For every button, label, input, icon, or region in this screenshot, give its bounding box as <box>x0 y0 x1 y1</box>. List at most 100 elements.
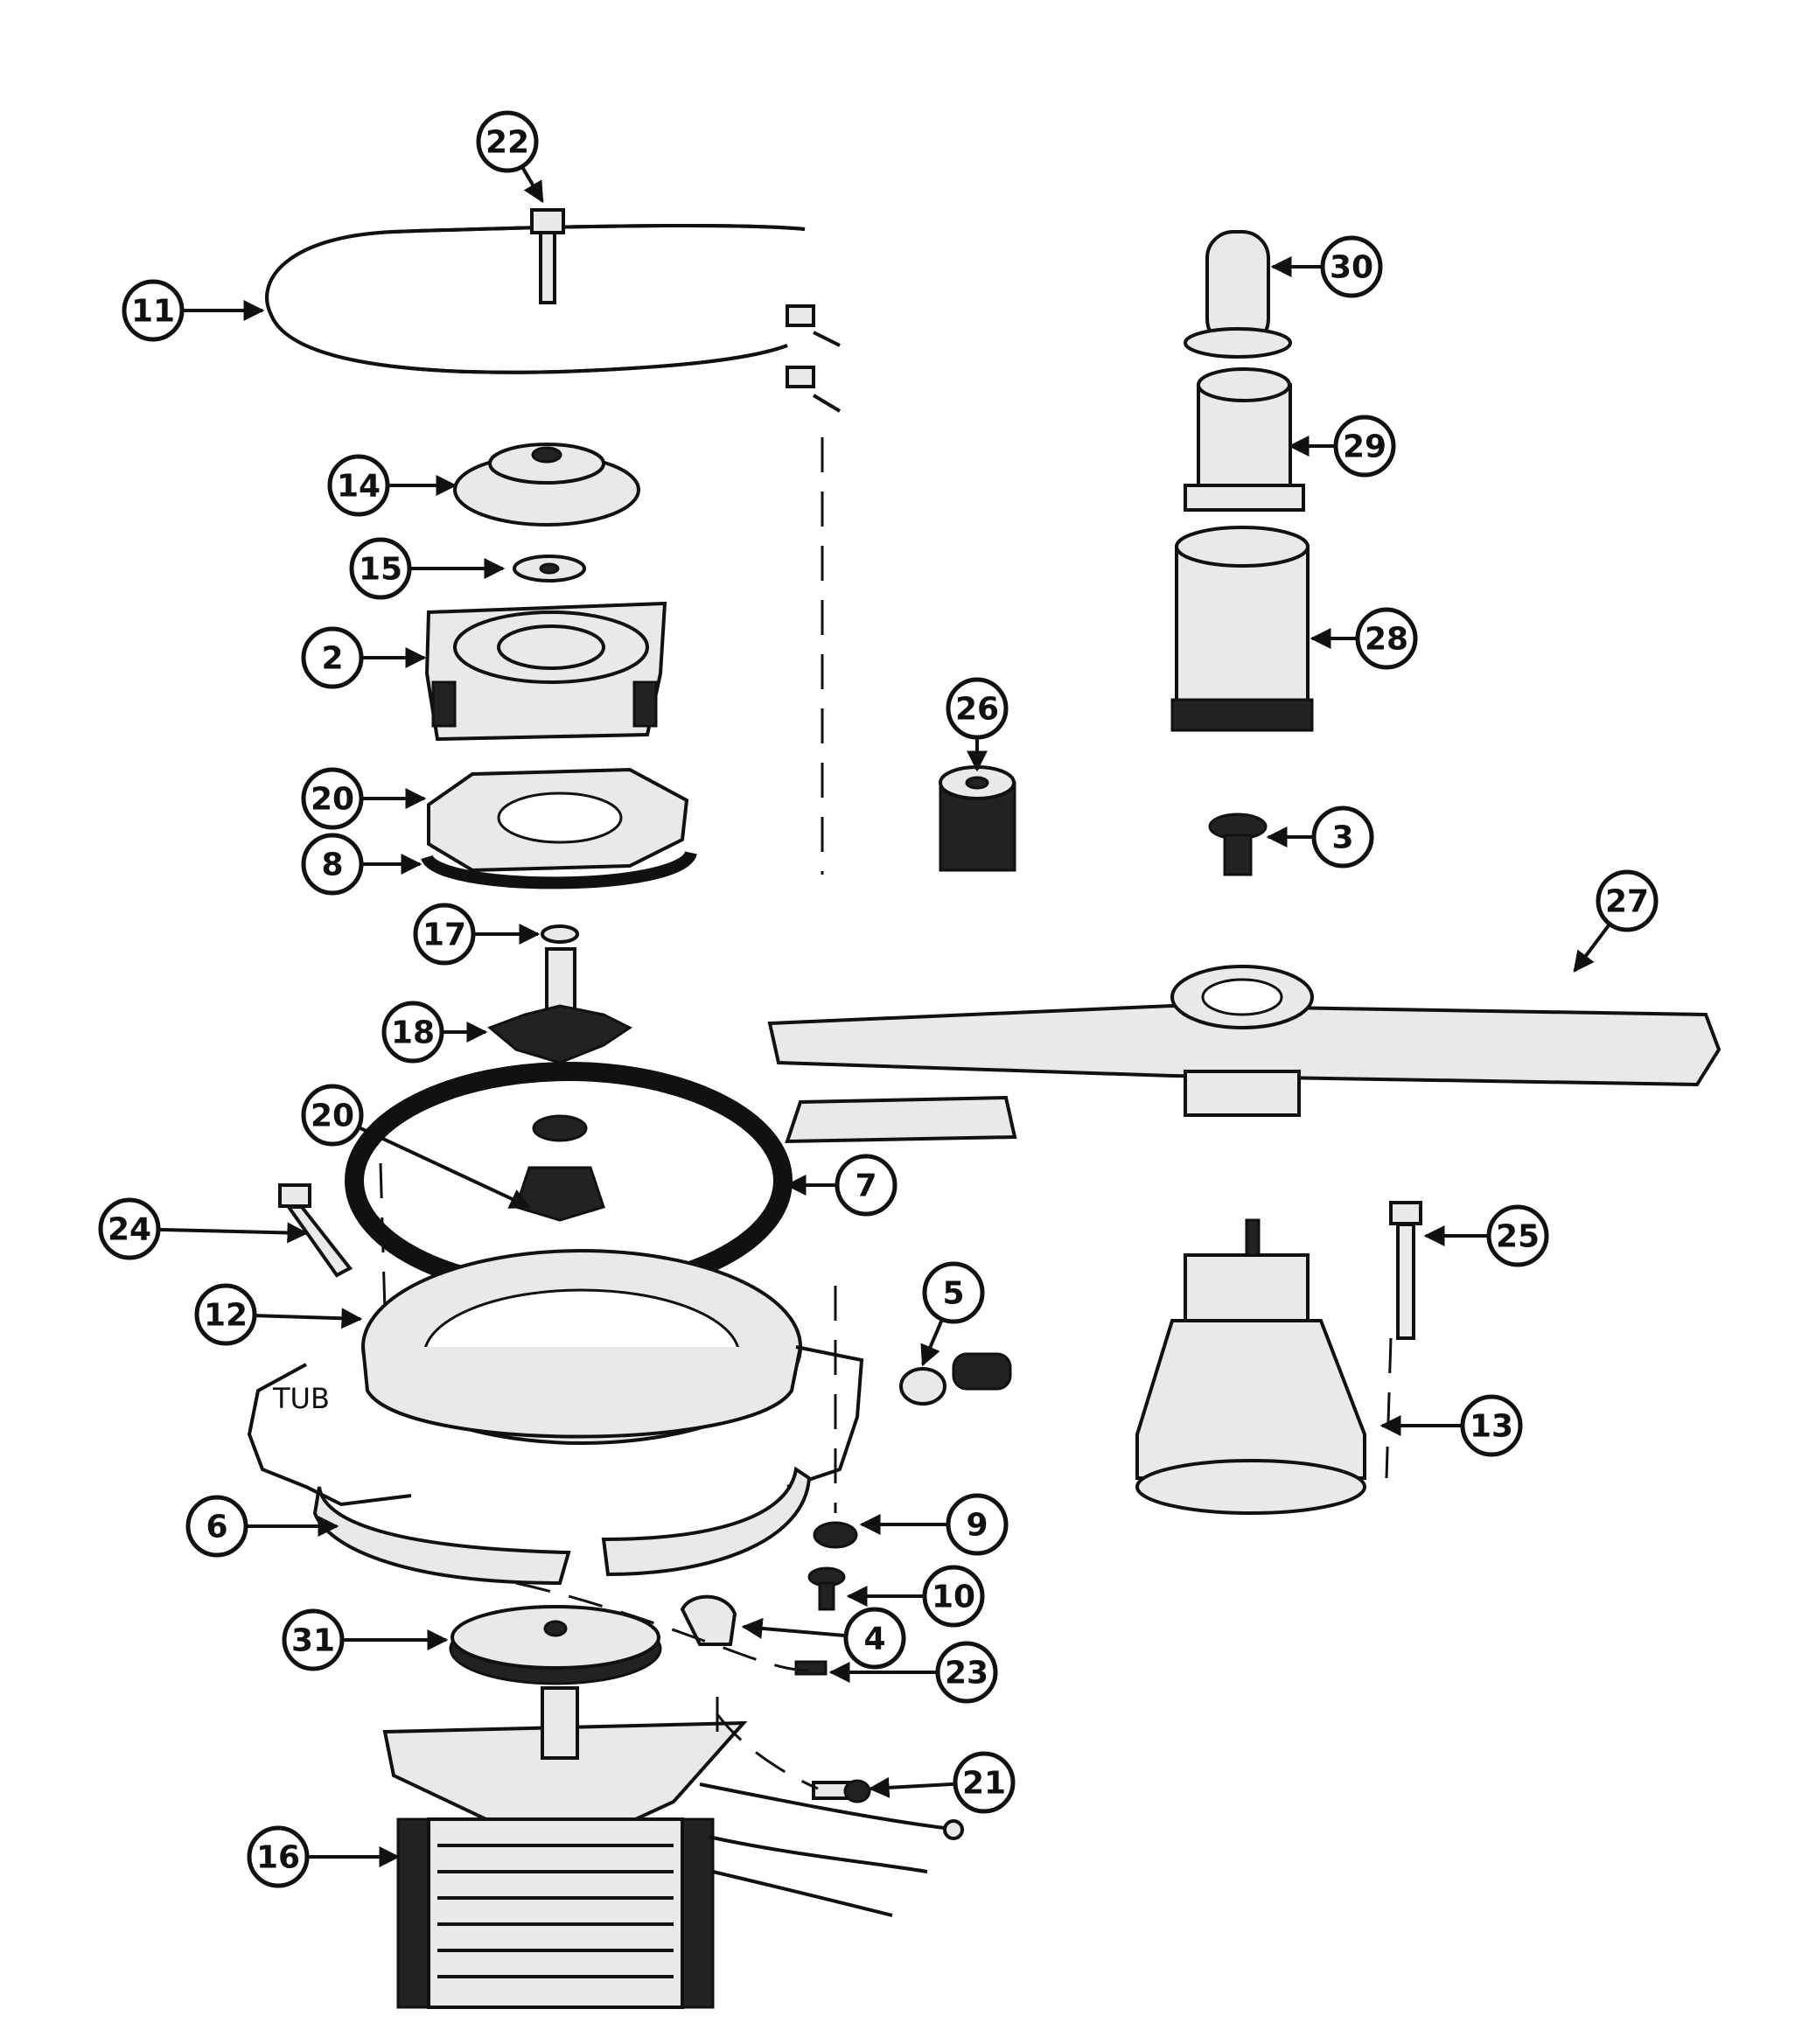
callout-circle-31 <box>282 1608 345 1671</box>
callout-leader-5 <box>920 1318 944 1367</box>
callout-leader-21 <box>868 1776 956 1798</box>
part-screw-21 <box>812 1779 871 1803</box>
callout-circle-2 <box>301 626 364 689</box>
callout-4: 4 <box>741 1607 906 1670</box>
callout-18: 18 <box>381 1001 488 1064</box>
callout-15: 15 <box>349 537 506 600</box>
callout-16: 16 <box>247 1825 401 1888</box>
callout-22: 22 <box>476 110 544 204</box>
callout-24: 24 <box>98 1197 309 1260</box>
callout-circle-6 <box>185 1495 248 1558</box>
part-tube-30 <box>1184 230 1292 359</box>
callout-circle-7 <box>835 1154 898 1217</box>
part-screw-10 <box>807 1566 846 1611</box>
callout-circle-29 <box>1333 415 1396 478</box>
callout-26: 26 <box>946 677 1009 772</box>
callout-circle-26 <box>946 677 1009 740</box>
callout-27: 27 <box>1573 869 1659 973</box>
callout-label-25: 25 <box>1496 1219 1540 1255</box>
callout-label-20a: 20 <box>311 782 354 818</box>
callout-label-15: 15 <box>359 552 402 588</box>
part-clip-4 <box>680 1594 737 1646</box>
callout-leader-22 <box>520 165 544 204</box>
part-bolt-24 <box>278 1183 353 1278</box>
callout-leader-4 <box>741 1617 847 1639</box>
callout-12: 12 <box>194 1283 363 1346</box>
callout-label-18: 18 <box>391 1015 435 1051</box>
callout-label-31: 31 <box>291 1623 335 1659</box>
callout-label-26: 26 <box>955 692 999 728</box>
callout-21: 21 <box>868 1751 1016 1814</box>
callout-label-27: 27 <box>1605 884 1649 920</box>
callout-8: 8 <box>301 833 423 896</box>
callout-circle-4 <box>843 1607 906 1670</box>
callout-circle-10 <box>922 1565 985 1628</box>
callout-9: 9 <box>859 1493 1009 1556</box>
callout-circle-20b <box>301 1084 364 1147</box>
callout-10: 10 <box>846 1565 985 1628</box>
part-clamp-5 <box>899 1352 1012 1406</box>
callout-30: 30 <box>1270 235 1383 298</box>
callout-31: 31 <box>282 1608 449 1671</box>
callout-circle-23 <box>935 1641 998 1704</box>
callout-circle-12 <box>194 1283 257 1346</box>
callout-leader-24 <box>157 1222 309 1244</box>
part-chopper-18 <box>487 947 632 1064</box>
callout-label-14: 14 <box>337 469 381 505</box>
callout-label-20b: 20 <box>311 1099 354 1134</box>
tub-outline <box>247 1363 412 1507</box>
callout-29: 29 <box>1288 415 1396 478</box>
part-bolt-25 <box>1389 1201 1422 1340</box>
tub-label: TUB <box>272 1382 330 1415</box>
callout-leader-27 <box>1573 923 1611 973</box>
callout-circle-16 <box>247 1825 310 1888</box>
callout-label-30: 30 <box>1330 250 1373 286</box>
part-mount-ring-12 <box>361 1249 802 1445</box>
part-tube-28 <box>1170 526 1314 732</box>
part-bushing-26 <box>939 765 1016 872</box>
part-impeller <box>453 443 640 527</box>
callout-label-6: 6 <box>206 1510 227 1545</box>
callout-leader-20b <box>358 1126 532 1209</box>
callout-label-21: 21 <box>962 1766 1006 1802</box>
callout-circle-14 <box>327 454 390 517</box>
callout-circle-25 <box>1486 1204 1549 1267</box>
callout-circle-5 <box>922 1261 985 1324</box>
callout-circle-3 <box>1311 806 1374 869</box>
callout-20a: 20 <box>301 767 427 830</box>
callout-circle-11 <box>122 279 185 342</box>
callout-13: 13 <box>1379 1394 1523 1457</box>
callout-label-22: 22 <box>485 125 529 161</box>
dashed-guides <box>379 437 1393 1790</box>
callout-28: 28 <box>1310 607 1418 670</box>
callout-circle-20a <box>301 767 364 830</box>
callout-3: 3 <box>1266 806 1374 869</box>
callout-20b: 20 <box>301 1084 532 1209</box>
callout-label-13: 13 <box>1470 1409 1513 1445</box>
part-screw-3 <box>1208 813 1268 876</box>
callout-circle-17 <box>413 903 476 966</box>
callout-25: 25 <box>1423 1204 1549 1267</box>
callout-circle-9 <box>946 1493 1009 1556</box>
part-spider-15 <box>513 555 586 583</box>
callout-7: 7 <box>785 1154 898 1217</box>
part-bolt-22 <box>530 208 565 304</box>
callout-2: 2 <box>301 626 427 689</box>
callout-label-11: 11 <box>131 294 175 330</box>
part-screw-23 <box>794 1660 828 1676</box>
part-heating-element <box>265 224 842 413</box>
callout-circle-8 <box>301 833 364 896</box>
callout-label-5: 5 <box>942 1276 964 1312</box>
part-washer-17 <box>541 924 579 944</box>
part-plate-20 <box>427 767 689 873</box>
part-disc-31 <box>449 1605 662 1685</box>
part-seal-20 <box>514 1114 605 1222</box>
callout-label-4: 4 <box>863 1622 885 1657</box>
callout-label-9: 9 <box>966 1508 988 1544</box>
callout-17: 17 <box>413 903 541 966</box>
callout-5: 5 <box>920 1261 985 1367</box>
callout-6: 6 <box>185 1495 339 1558</box>
callout-label-8: 8 <box>321 848 343 883</box>
callout-circle-27 <box>1596 869 1659 932</box>
